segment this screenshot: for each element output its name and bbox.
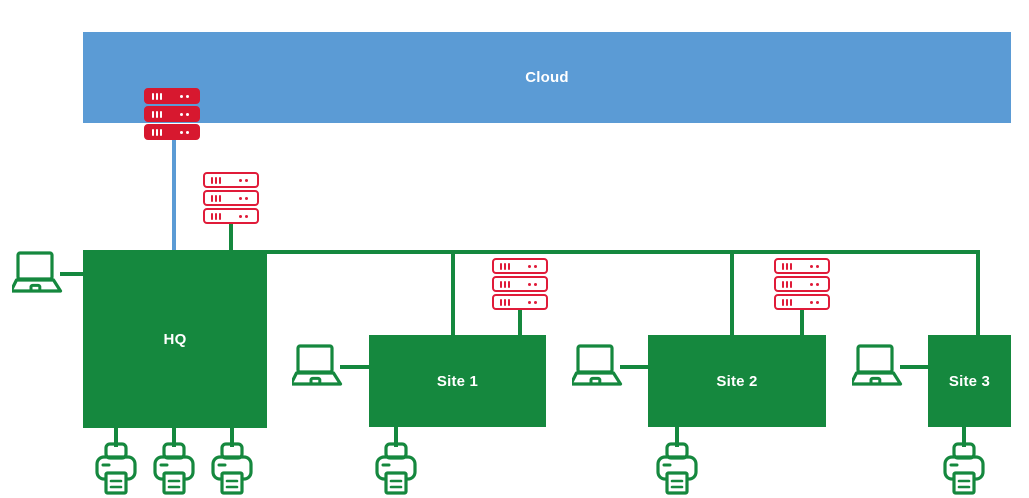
link-hq-to-printer3 — [230, 425, 234, 447]
printer-glyph — [211, 442, 253, 495]
server-leds-icon — [810, 264, 819, 268]
laptop-glyph — [12, 251, 63, 293]
server-stack-icon-site2[interactable] — [774, 258, 830, 310]
node-site3-label: Site 3 — [948, 372, 991, 390]
node-site2[interactable]: Site 2 — [648, 335, 826, 427]
laptop-glyph — [572, 344, 623, 386]
server-unit — [492, 258, 548, 274]
node-hq[interactable]: HQ — [83, 250, 267, 428]
server-leds-icon — [180, 130, 189, 134]
server-bars-icon — [500, 298, 510, 306]
laptop-glyph — [292, 344, 343, 386]
server-leds-icon — [528, 264, 537, 268]
cloud-label: Cloud — [525, 69, 569, 86]
server-stack-icon-cloud[interactable] — [144, 88, 200, 140]
server-unit — [144, 106, 200, 122]
printer-glyph — [95, 442, 137, 495]
server-bars-icon — [152, 128, 162, 136]
server-stack-icon-site1[interactable] — [492, 258, 548, 310]
server-bars-icon — [211, 176, 221, 184]
server-unit — [203, 190, 259, 206]
backbone-bus-line — [265, 250, 980, 254]
server-bars-icon — [152, 92, 162, 100]
link-site1laptop-to-site1 — [340, 365, 372, 369]
printer-icon-site3-1[interactable] — [942, 441, 986, 497]
link-hq-to-printer1 — [114, 425, 118, 447]
laptop-icon-site1[interactable] — [292, 343, 344, 387]
server-unit — [492, 294, 548, 310]
link-site1server-to-site1 — [518, 310, 522, 338]
server-leds-icon — [810, 300, 819, 304]
cloud-region[interactable]: Cloud — [83, 32, 1011, 123]
node-hq-label: HQ — [163, 330, 187, 348]
server-unit — [492, 276, 548, 292]
server-bars-icon — [500, 262, 510, 270]
server-stack-icon-hq[interactable] — [203, 172, 259, 224]
server-bars-icon — [211, 212, 221, 220]
printer-icon-site2-1[interactable] — [655, 441, 699, 497]
link-bus-to-site2 — [730, 250, 734, 338]
link-site2laptop-to-site2 — [620, 365, 652, 369]
link-cloudserver-to-hq — [172, 136, 176, 254]
server-bars-icon — [782, 280, 792, 288]
link-site2server-to-site2 — [800, 310, 804, 338]
server-bars-icon — [782, 262, 792, 270]
laptop-icon-site2[interactable] — [572, 343, 624, 387]
node-site3[interactable]: Site 3 — [928, 335, 1011, 427]
server-unit — [144, 88, 200, 104]
server-leds-icon — [180, 94, 189, 98]
printer-glyph — [943, 442, 985, 495]
laptop-glyph — [852, 344, 903, 386]
server-leds-icon — [180, 112, 189, 116]
laptop-icon-site3[interactable] — [852, 343, 904, 387]
server-unit — [144, 124, 200, 140]
printer-icon-hq-3[interactable] — [210, 441, 254, 497]
printer-glyph — [656, 442, 698, 495]
printer-icon-site1-1[interactable] — [374, 441, 418, 497]
server-leds-icon — [239, 196, 248, 200]
link-site3laptop-to-site3 — [900, 365, 932, 369]
server-unit — [203, 208, 259, 224]
link-hq-to-printer2 — [172, 425, 176, 447]
server-unit — [774, 276, 830, 292]
server-bars-icon — [782, 298, 792, 306]
printer-icon-hq-1[interactable] — [94, 441, 138, 497]
server-leds-icon — [239, 178, 248, 182]
server-leds-icon — [528, 282, 537, 286]
printer-glyph — [153, 442, 195, 495]
server-leds-icon — [528, 300, 537, 304]
laptop-icon-hq[interactable] — [12, 250, 64, 294]
link-site3-to-printer1 — [962, 425, 966, 447]
link-bus-to-site1 — [451, 250, 455, 338]
server-bars-icon — [211, 194, 221, 202]
server-unit — [774, 258, 830, 274]
printer-glyph — [375, 442, 417, 495]
printer-icon-hq-2[interactable] — [152, 441, 196, 497]
server-unit — [203, 172, 259, 188]
server-bars-icon — [500, 280, 510, 288]
server-bars-icon — [152, 110, 162, 118]
link-bus-to-site3 — [976, 250, 980, 338]
link-site1-to-printer1 — [394, 425, 398, 447]
node-site1-label: Site 1 — [436, 372, 479, 390]
link-site2-to-printer1 — [675, 425, 679, 447]
link-hqlaptop-to-hq — [60, 272, 86, 276]
link-hqserver-to-hq — [229, 224, 233, 254]
server-unit — [774, 294, 830, 310]
node-site2-label: Site 2 — [716, 372, 758, 390]
node-site1[interactable]: Site 1 — [369, 335, 546, 427]
server-leds-icon — [239, 214, 248, 218]
server-leds-icon — [810, 282, 819, 286]
